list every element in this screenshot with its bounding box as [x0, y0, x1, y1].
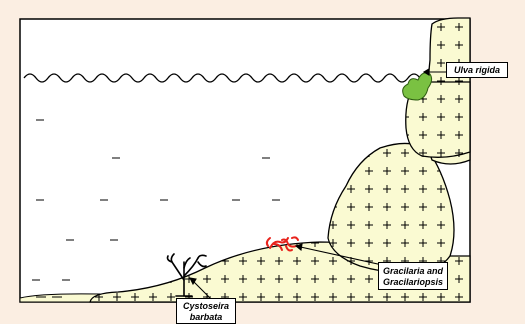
gracilaria-label-line2: Gracilariopsis: [379, 277, 447, 288]
cystoseira-label: Cystoseira barbata: [176, 298, 236, 324]
cystoseira-label-line2: barbata: [177, 312, 235, 323]
gracilaria-label: Gracilaria and Gracilariopsis: [378, 262, 448, 290]
ulva-rigida-label-text: Ulva rigida: [447, 65, 507, 76]
gracilaria-label-line1: Gracilaria and: [379, 266, 447, 277]
cystoseira-label-line1: Cystoseira: [177, 301, 235, 312]
ulva-rigida-label: Ulva rigida: [446, 62, 508, 78]
